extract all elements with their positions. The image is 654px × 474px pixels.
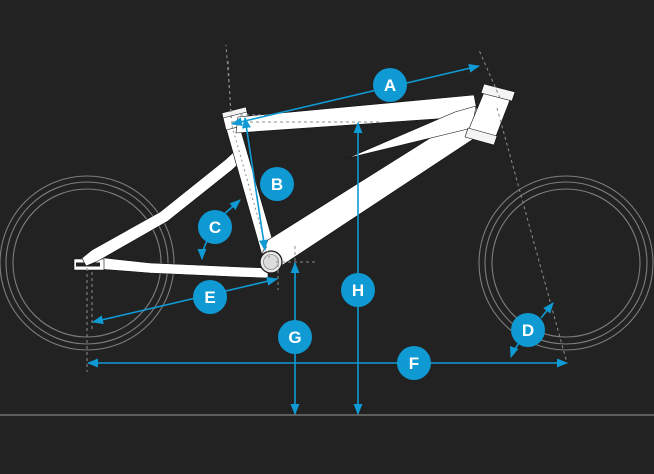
guide-a-left-extension: [227, 59, 232, 119]
label-letter-g: G: [288, 328, 301, 347]
guide-head-tube-axis-lower: [496, 107, 568, 364]
label-circle-d[interactable]: [511, 313, 545, 347]
dim-line-E: [91, 276, 279, 325]
front-wheel: [478, 175, 654, 351]
dim-line-A: [230, 63, 481, 127]
dimension-label-d[interactable]: D: [511, 313, 545, 347]
dimension-label-e[interactable]: E: [193, 280, 227, 314]
label-circle-a[interactable]: [373, 68, 407, 102]
label-circle-h[interactable]: [341, 273, 375, 307]
dim-line-B: [242, 116, 268, 252]
label-letter-e: E: [204, 288, 215, 307]
label-circle-c[interactable]: [198, 210, 232, 244]
dim-line-C-lower: [197, 240, 208, 261]
label-circle-e[interactable]: [193, 280, 227, 314]
label-letter-b: B: [271, 175, 283, 194]
dim-line-D-lower: [509, 342, 520, 359]
label-circle-b[interactable]: [260, 167, 294, 201]
head-tube-bottom-cup: [464, 127, 498, 146]
dimension-label-f[interactable]: F: [397, 346, 431, 380]
dimension-label-badges: A B C D E F G H: [193, 68, 545, 380]
dimension-label-a[interactable]: A: [373, 68, 407, 102]
dimension-lines: [86, 63, 569, 416]
dimension-label-h[interactable]: H: [341, 273, 375, 307]
label-circle-f[interactable]: [397, 346, 431, 380]
dim-line-D-upper: [540, 302, 554, 319]
label-circle-g[interactable]: [278, 320, 312, 354]
label-letter-h: H: [352, 281, 364, 300]
dimension-label-g[interactable]: G: [278, 320, 312, 354]
label-letter-c: C: [209, 218, 221, 237]
label-letter-a: A: [384, 76, 396, 95]
dimension-label-c[interactable]: C: [198, 210, 232, 244]
guide-head-tube-axis-upper: [478, 49, 501, 99]
dimension-label-b[interactable]: B: [260, 167, 294, 201]
head-tube-top-cup: [480, 83, 516, 102]
label-letter-d: D: [522, 321, 534, 340]
label-letter-f: F: [409, 354, 419, 373]
